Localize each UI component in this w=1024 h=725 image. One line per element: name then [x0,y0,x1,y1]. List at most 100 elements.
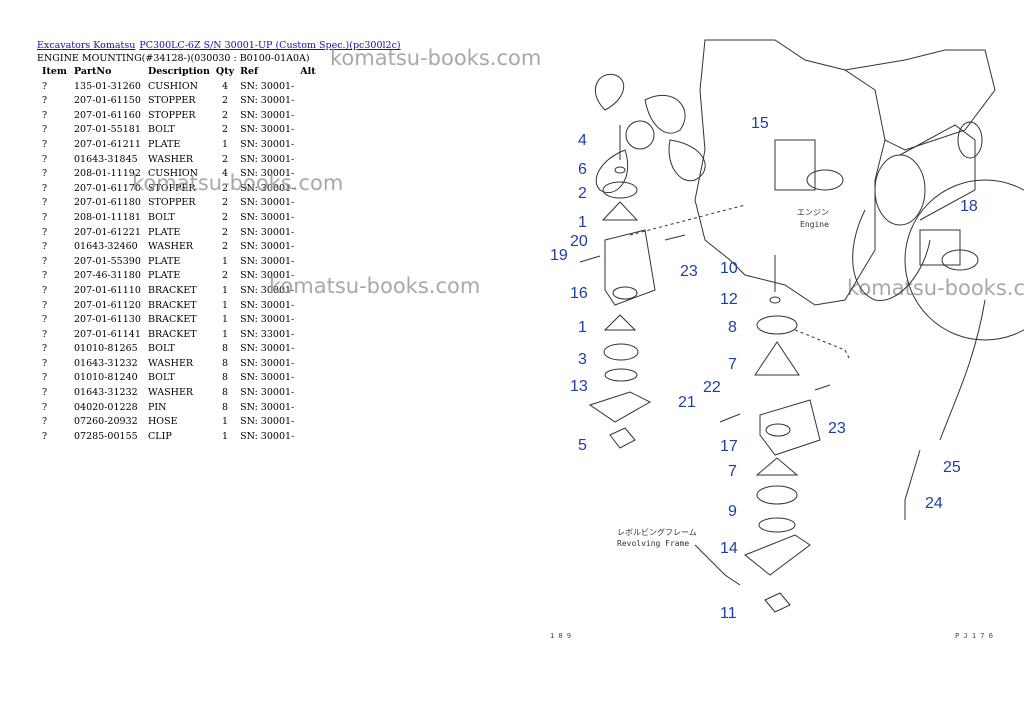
cell-item: ? [42,387,48,399]
cell-partno: 01643-31845 [74,153,138,165]
clip-5 [609,427,636,449]
cell-description: CUSHION [148,80,198,92]
cell-item: ? [42,430,48,442]
cell-qty: 2 [221,241,229,253]
callout-14: 14 [720,540,738,557]
cell-partno: 207-01-61170 [74,182,141,194]
cell-item: ? [42,80,48,92]
callout-9: 9 [728,503,737,520]
cell-description: PLATE [148,226,181,238]
cell-alt [297,401,325,416]
cell-qty: 8 [221,357,229,369]
cell-qty: 1 [221,416,229,428]
callout-19: 19 [550,247,568,264]
cell-qty: 2 [221,153,229,165]
watermark: komatsu-books.com [132,171,344,195]
cell-description: WASHER [148,241,194,253]
cell-description: BOLT [148,372,175,384]
bracket-17-hole [765,423,791,437]
cell-ref: SN: 30001- [240,401,295,413]
cushion-18 [941,249,979,271]
page-number-right: P J 1 7 6 [955,632,993,640]
cell-item: ? [42,138,48,150]
breadcrumb-link-excavators[interactable]: Excavators Komatsu [37,40,136,51]
cell-item: ? [42,357,48,369]
cell-ref: SN: 30001- [240,197,295,209]
cell-item: ? [42,109,48,121]
cell-qty: 1 [221,255,229,267]
header-item: Item [42,66,67,77]
callout-11: 11 [720,605,737,622]
cell-alt [297,313,325,328]
cell-alt [297,138,325,153]
cell-qty: 8 [221,387,229,399]
cell-qty: 2 [221,197,229,209]
cell-description: BRACKET [148,314,197,326]
cell-qty: 2 [221,226,229,238]
cell-alt [297,371,325,386]
washer-12 [769,296,781,304]
cell-alt [297,109,325,124]
bolt-23-left [664,234,686,241]
engine-label-jp: エンジン [797,208,829,217]
cell-qty: 2 [221,109,229,121]
cell-ref: SN: 30001- [240,182,295,194]
cell-alt [297,196,325,211]
cell-alt [297,415,325,430]
callout-16: 16 [570,285,588,302]
callout-15: 15 [751,115,769,132]
cell-item: ? [42,153,48,165]
cell-partno: 07285-00155 [74,430,138,442]
fan-blade [595,149,629,193]
cell-ref: SN: 30001- [240,95,295,107]
cell-item: ? [42,343,48,355]
cell-ref: SN: 30001- [240,226,295,238]
cell-qty: 1 [221,284,229,296]
cell-alt [297,80,325,95]
exploded-parts-diagram: エンジン Engine レボルビングフレーム Revolving Frame 1… [550,39,1024,640]
cell-partno: 207-01-61211 [74,138,141,150]
cell-qty: 8 [221,343,229,355]
cell-qty: 4 [221,168,229,180]
cell-description: PIN [148,401,167,413]
frame-label: Revolving Frame [617,539,689,548]
cell-partno: 01643-32460 [74,241,138,253]
cell-ref: SN: 30001- [240,343,295,355]
cell-qty: 8 [221,401,229,413]
cell-alt [297,299,325,314]
frame-bracket-center [744,534,811,576]
breadcrumb-link-model[interactable]: PC300LC-6Z S/N 30001-UP (Custom Spec.)(p… [139,40,401,51]
parts-table: Item PartNo Description Qty Ref Alt ?135… [34,65,325,444]
callout-17: 17 [720,438,738,455]
page-number-left: 1 8 9 [550,632,571,640]
cell-item: ? [42,314,48,326]
cell-partno: 207-01-61120 [74,299,141,311]
cell-alt [297,430,325,445]
stopper-3 [603,343,639,361]
cushion-7-lower [755,457,799,476]
callout-1-lower: 1 [578,319,587,336]
cell-description: STOPPER [148,182,196,194]
muffler-body [899,124,976,221]
bracket-17 [759,399,821,456]
cell-qty: 2 [221,211,229,223]
cell-alt [297,123,325,138]
cell-item: ? [42,197,48,209]
header-description: Description [148,66,210,77]
cell-partno: 207-01-61180 [74,197,141,209]
callout-8: 8 [728,319,737,336]
